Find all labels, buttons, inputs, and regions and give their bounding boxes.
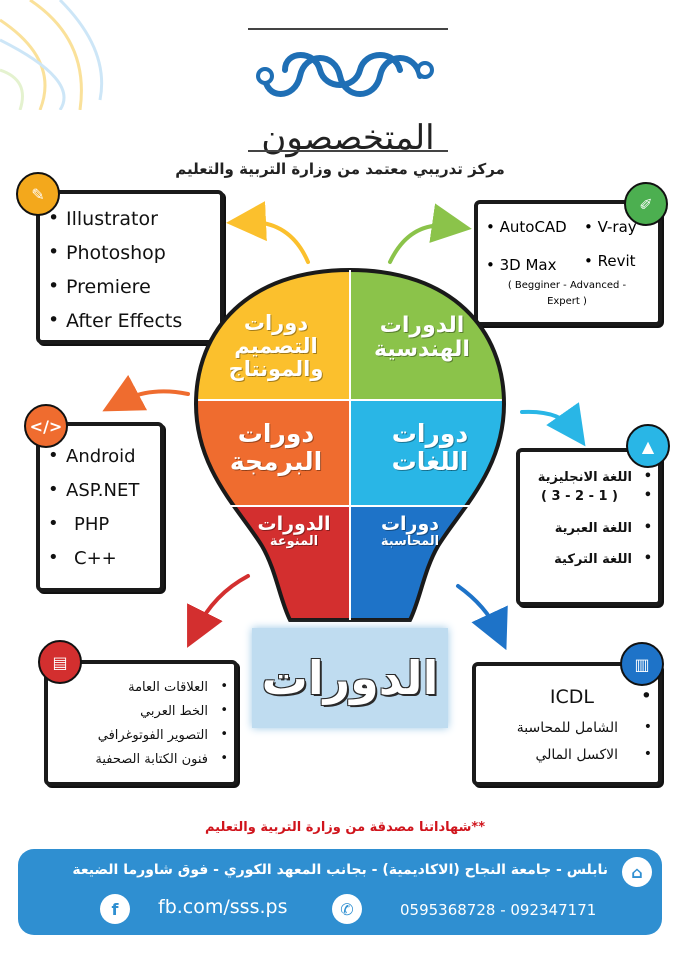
list-note: ( 3 - 2 - 1 ) <box>520 487 658 506</box>
list-item: C++ <box>40 541 160 576</box>
level-note: ( Begginer - Advanced - Expert ) <box>507 280 627 307</box>
courses-banner: الدورات <box>252 628 448 728</box>
list-item: فنون الكتابة الصحفية <box>48 747 234 772</box>
list-item: • V-ray <box>584 218 637 236</box>
list-item: الشامل للمحاسبة <box>476 713 658 742</box>
list-item: After Effects <box>40 303 220 338</box>
list-item: التصوير الفوتوغرافي <box>48 723 234 748</box>
engineering-segment-label: الدورات الهندسية <box>374 313 470 363</box>
list-item: PHP <box>40 507 160 542</box>
list-item: • Revit <box>584 252 636 270</box>
languages-courses-box: اللغة الانجليزية ( 3 - 2 - 1 ) اللغة الع… <box>516 448 662 606</box>
engineering-courses-box: • AutoCAD • V-ray • 3D Max • Revit ( Beg… <box>474 200 662 326</box>
programming-segment-label: دورات البرمجة <box>229 419 323 476</box>
decorative-lines <box>0 0 104 110</box>
list-item: الاكسل المالي <box>476 741 658 768</box>
list-item: اللغة الانجليزية <box>520 467 658 488</box>
code-screen-icon: </> <box>24 404 68 448</box>
bar-chart-icon: ▥ <box>620 642 664 686</box>
banner-title: الدورات <box>261 651 439 705</box>
list-item: الخط العربي <box>48 699 234 724</box>
pen-tool-icon: ✎ <box>16 172 60 216</box>
facebook-icon[interactable]: f <box>100 894 130 924</box>
certification-note: **شهاداتنا مصدقة من وزارة التربية والتعل… <box>204 820 486 835</box>
list-item: اللغة العبرية <box>520 511 658 546</box>
list-item: ICDL <box>476 679 658 714</box>
list-item: • AutoCAD <box>486 218 567 236</box>
compass-ruler-icon: ✐ <box>624 182 668 226</box>
design-courses-box: Illustrator Photoshop Premiere After Eff… <box>36 190 224 344</box>
list-item: اللغة التركية <box>520 545 658 574</box>
phone-numbers: 0595368728 - 092347171 <box>400 901 597 919</box>
logo-mark-icon <box>256 52 434 97</box>
languages-segment-label: دورات اللغات <box>391 419 469 476</box>
list-item: Illustrator <box>40 201 220 236</box>
notebook-icon: ▤ <box>38 640 82 684</box>
list-item: ASP.NET <box>40 473 160 508</box>
contact-footer: ⌂ نابلس - جامعة النجاح (الاكاديمية) - بج… <box>18 849 662 935</box>
facebook-link[interactable]: fb.com/sss.ps <box>158 896 288 918</box>
misc-segment-label: الدورات المنوعة <box>257 513 331 549</box>
shapes-icon: ▲ <box>626 424 670 468</box>
list-item: • 3D Max <box>486 256 557 274</box>
list-item: Photoshop <box>40 235 220 270</box>
accounting-segment-label: دورات المحاسبة <box>380 513 440 549</box>
brand-subtitle: مركز تدريبي معتمد من وزارة التربية والتع… <box>175 160 505 178</box>
home-icon: ⌂ <box>622 857 652 887</box>
list-item: Premiere <box>40 269 220 304</box>
phone-icon: ✆ <box>332 894 362 924</box>
list-item: العلاقات العامة <box>48 675 234 700</box>
design-segment-label: دورات التصميم والمونتاج <box>228 311 324 382</box>
misc-courses-box: العلاقات العامة الخط العربي التصوير الفو… <box>44 660 238 786</box>
list-item: Android <box>40 439 160 474</box>
address-text: نابلس - جامعة النجاح (الاكاديمية) - بجان… <box>72 862 608 878</box>
programming-courses-box: Android ASP.NET PHP C++ <box>36 422 164 592</box>
